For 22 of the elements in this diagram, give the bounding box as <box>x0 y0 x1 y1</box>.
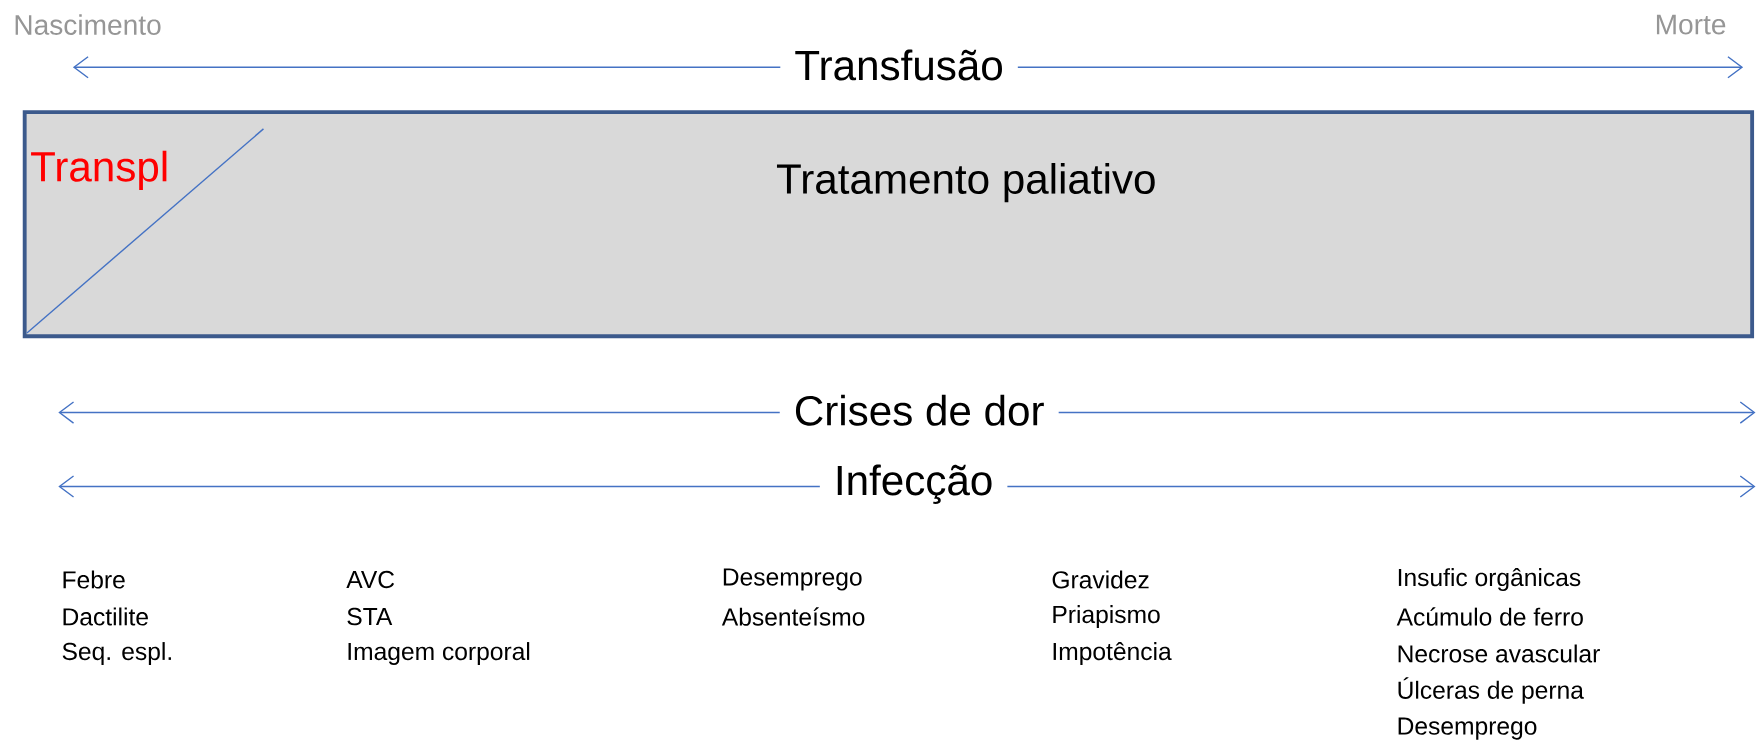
list-item: Febre <box>63 570 125 589</box>
timeline-end-label: Morte <box>1656 14 1726 35</box>
list-item: Absenteísmo <box>721 607 865 626</box>
list-item: Dactilite <box>63 607 148 626</box>
list-item: Úlceras de perna <box>1398 677 1584 704</box>
list-item: Insufic orgânicas <box>1398 568 1581 592</box>
list-item: Gravidez <box>1052 570 1149 589</box>
list-item: Acúmulo de ferro <box>1396 607 1583 626</box>
list-item: Impotência <box>1053 642 1172 666</box>
list-item: Seq. espl. <box>62 642 171 665</box>
span-label: Infecção <box>819 462 1008 506</box>
timeline-start-label: Nascimento <box>15 14 161 35</box>
list-item: Desemprego <box>1398 717 1537 740</box>
list-item: Imagem corporal <box>348 642 530 665</box>
list-item: STA <box>347 607 393 626</box>
list-item: Desemprego <box>723 568 862 591</box>
treatment-box: Transpl Tratamento paliativo <box>22 110 1755 339</box>
list-item: AVC <box>346 570 395 589</box>
list-item: Necrose avascular <box>1398 644 1600 663</box>
span-label: Crises de dor <box>779 393 1059 428</box>
span-label: Transfusão <box>780 47 1018 83</box>
list-item: Priapismo <box>1053 605 1160 628</box>
